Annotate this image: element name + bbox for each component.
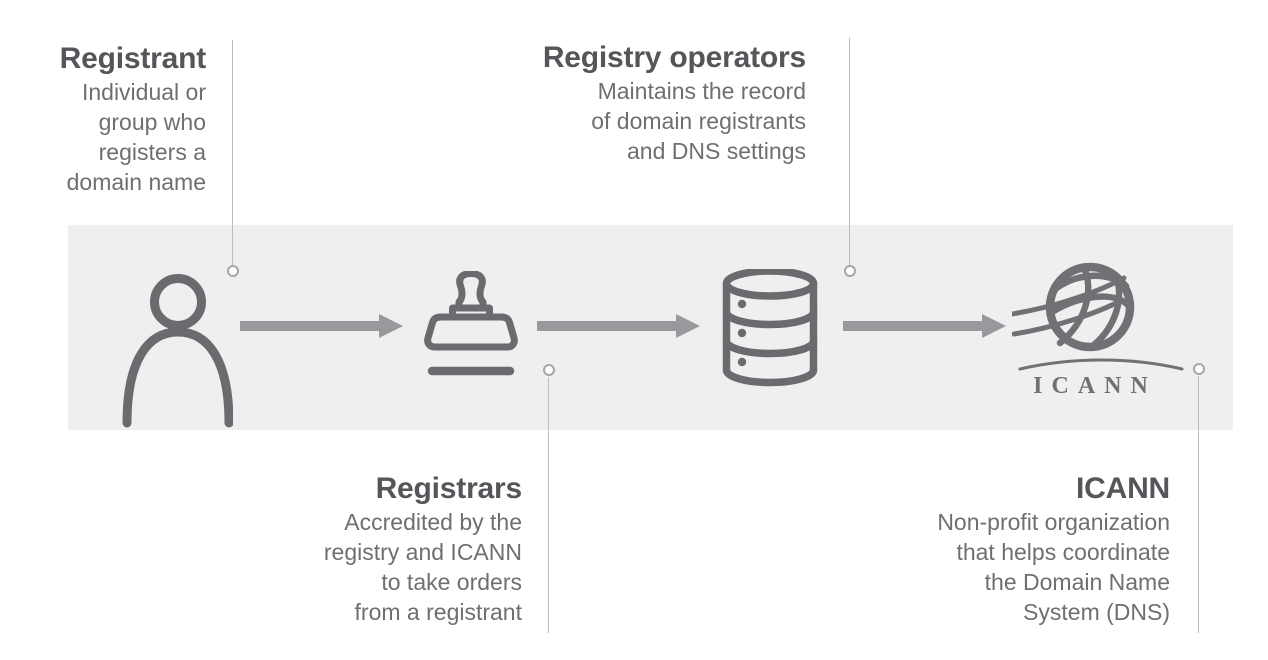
flow-arrow-registrant-to-registrars bbox=[240, 314, 403, 338]
registrars-callout-line bbox=[548, 377, 549, 633]
registry-operators-description-line: Maintains the record bbox=[597, 78, 806, 104]
registrars-description-line: Accredited by the bbox=[344, 509, 522, 535]
flow-arrow-registrars-to-registry bbox=[537, 314, 700, 338]
registrars-description-line: to take orders bbox=[381, 569, 522, 595]
registry-operators-label: Registry operators Maintains the record … bbox=[480, 40, 806, 166]
icann-label: ICANN Non-profit organization that helps… bbox=[890, 471, 1170, 627]
icann-wordmark: ICANN bbox=[1033, 373, 1157, 399]
registrars-label: Registrars Accredited by the registry an… bbox=[286, 471, 522, 627]
icann-title: ICANN bbox=[1076, 472, 1170, 505]
registrars-description-line: registry and ICANN bbox=[323, 539, 522, 565]
registry-operators-callout-line bbox=[849, 38, 850, 265]
icann-description-line: that helps coordinate bbox=[956, 539, 1170, 565]
registry-operators-title: Registry operators bbox=[542, 41, 806, 74]
registry-operators-callout-dot bbox=[844, 265, 856, 277]
registrars-callout-dot bbox=[543, 364, 555, 376]
registrant-title: Registrant bbox=[59, 42, 207, 75]
stamp-icon bbox=[424, 271, 518, 376]
person-icon bbox=[122, 274, 233, 428]
icann-description-line: Non-profit organization bbox=[937, 509, 1170, 535]
registrant-description-line: domain name bbox=[66, 169, 206, 195]
flow-arrow-registry-to-icann bbox=[843, 314, 1006, 338]
registrant-description-line: Individual or bbox=[81, 79, 206, 105]
database-icon bbox=[722, 269, 818, 387]
icann-description-line: System (DNS) bbox=[1023, 599, 1170, 625]
registrant-callout-line bbox=[232, 40, 233, 265]
registrant-label: Registrant Individual or group who regis… bbox=[0, 41, 207, 197]
icann-callout-dot bbox=[1193, 363, 1205, 375]
icann-globe-logo bbox=[1012, 262, 1184, 371]
registrars-description-line: from a registrant bbox=[354, 599, 522, 625]
icann-callout-line bbox=[1198, 376, 1199, 633]
icann-description-line: the Domain Name bbox=[984, 569, 1170, 595]
registrant-description-line: group who bbox=[98, 109, 206, 135]
registrars-title: Registrars bbox=[375, 472, 523, 505]
registry-operators-description-line: of domain registrants bbox=[591, 108, 806, 134]
registrant-callout-dot bbox=[227, 265, 239, 277]
registrant-description-line: registers a bbox=[98, 139, 206, 165]
registry-operators-description-line: and DNS settings bbox=[627, 138, 806, 164]
